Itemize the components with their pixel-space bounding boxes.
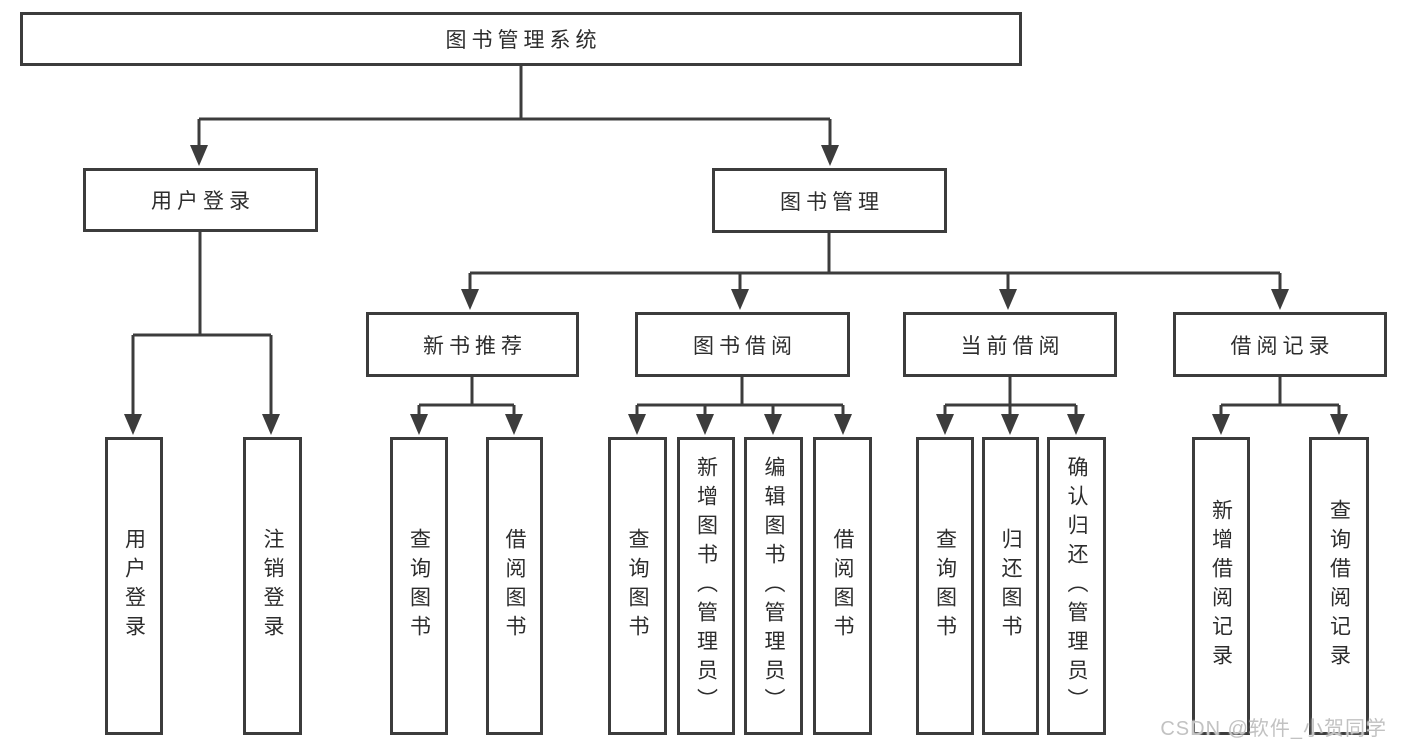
arrowhead-down-icon-level3: [461, 289, 1289, 310]
node-current-borrowing-label: 当前借阅: [960, 334, 1065, 358]
node-root-system-label: 图书管理系统: [445, 29, 602, 52]
connector-bookmgmt-to-level3: [468, 233, 1282, 294]
connector-borrowing-to-leaves: [635, 377, 845, 419]
node-book-management-label: 图书管理: [780, 190, 884, 214]
node-leaf-borrow-add-books-admin-label: 新增图书（管理员）: [694, 455, 718, 717]
node-leaf-recommend-borrow-books: 借阅图书: [486, 437, 543, 735]
node-user-login-label: 用户登录: [151, 190, 255, 213]
node-leaf-logout: 注销登录: [243, 437, 302, 735]
node-leaf-current-return-books-label: 归还图书: [999, 528, 1022, 644]
node-book-borrowing-label: 图书借阅: [693, 334, 797, 358]
node-leaf-borrow-query-books-label: 查询图书: [626, 528, 649, 644]
node-new-book-recommend: 新书推荐: [366, 312, 579, 377]
node-borrowing-records-label: 借阅记录: [1230, 334, 1335, 358]
connector-records-to-leaves: [1219, 377, 1341, 419]
node-leaf-records-query-record-label: 查询借阅记录: [1327, 499, 1351, 673]
node-leaf-current-confirm-return-admin-label: 确认归还（管理员）: [1065, 455, 1088, 717]
node-leaf-current-return-books: 归还图书: [982, 437, 1039, 735]
node-leaf-borrow-borrow-books: 借阅图书: [813, 437, 872, 735]
node-book-borrowing: 图书借阅: [635, 312, 850, 377]
node-leaf-records-query-record: 查询借阅记录: [1309, 437, 1369, 735]
node-leaf-borrow-borrow-books-label: 借阅图书: [831, 528, 854, 644]
node-leaf-borrow-edit-books-admin: 编辑图书（管理员）: [744, 437, 803, 735]
node-leaf-logout-label: 注销登录: [261, 528, 284, 644]
node-leaf-recommend-query-books: 查询图书: [390, 437, 448, 735]
node-new-book-recommend-label: 新书推荐: [423, 334, 527, 358]
node-book-management: 图书管理: [712, 168, 947, 233]
node-leaf-current-query-books-label: 查询图书: [933, 528, 957, 644]
connector-current-to-leaves: [943, 377, 1078, 419]
node-leaf-records-add-record-label: 新增借阅记录: [1209, 499, 1233, 673]
node-leaf-current-confirm-return-admin: 确认归还（管理员）: [1047, 437, 1106, 735]
node-leaf-borrow-query-books: 查询图书: [608, 437, 667, 735]
connector-root-to-level2: [197, 66, 832, 150]
csdn-watermark: CSDN @软件_小贺同学: [1160, 718, 1387, 740]
connector-recommend-to-leaves: [417, 377, 516, 419]
node-root-system: 图书管理系统: [20, 12, 1022, 66]
node-current-borrowing: 当前借阅: [903, 312, 1117, 377]
connector-userlogin-to-leaves: [131, 232, 273, 419]
arrowhead-down-icon-leaves: [124, 414, 1348, 435]
node-leaf-recommend-borrow-books-label: 借阅图书: [503, 528, 526, 644]
node-leaf-recommend-query-books-label: 查询图书: [407, 528, 431, 644]
node-leaf-user-login-label: 用户登录: [122, 528, 146, 644]
node-user-login: 用户登录: [83, 168, 318, 232]
node-leaf-records-add-record: 新增借阅记录: [1192, 437, 1250, 735]
node-leaf-current-query-books: 查询图书: [916, 437, 974, 735]
node-borrowing-records: 借阅记录: [1173, 312, 1387, 377]
node-leaf-borrow-add-books-admin: 新增图书（管理员）: [677, 437, 735, 735]
node-leaf-user-login: 用户登录: [105, 437, 163, 735]
node-leaf-borrow-edit-books-admin-label: 编辑图书（管理员）: [762, 455, 785, 717]
arrowhead-down-icon-level2: [190, 145, 839, 166]
